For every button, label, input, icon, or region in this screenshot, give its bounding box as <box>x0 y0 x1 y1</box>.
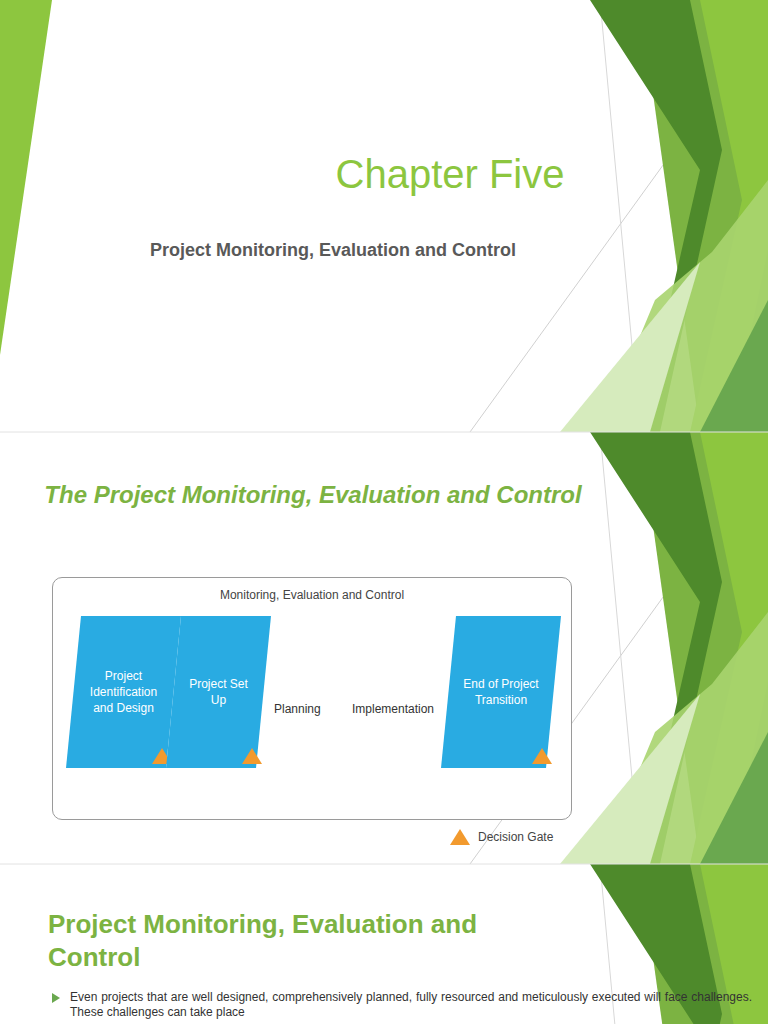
parallelogram-shape <box>441 616 561 768</box>
legend-triangle <box>450 829 470 845</box>
phase-parallelogram: Project Identification and Design <box>66 616 181 768</box>
phase-parallelogram: End of Project Transition <box>441 616 561 768</box>
decision-gate <box>242 748 262 764</box>
node-text: Project Set Up <box>186 676 251 708</box>
parallelogram-fill <box>66 616 181 768</box>
phase-parallelogram: Project Set Up <box>166 616 271 768</box>
cycle-step: Implementation <box>351 700 435 718</box>
node-text: Planning <box>273 700 322 718</box>
legend-text: Decision Gate <box>478 830 553 844</box>
slide-title: Chapter Five <box>300 152 600 197</box>
process-frame: Monitoring, Evaluation and ControlProjec… <box>52 577 572 820</box>
parallelogram-fill <box>441 616 561 768</box>
parallelogram-shape <box>166 616 271 768</box>
slide-subtitle: Project Monitoring, Evaluation and Contr… <box>150 240 610 261</box>
node-text: End of Project Transition <box>461 676 541 708</box>
left-accent <box>0 0 52 355</box>
slide-heading: The Project Monitoring, Evaluation and C… <box>40 478 586 512</box>
bullet-marker <box>52 993 60 1003</box>
bullet-text: Even projects that are well designed, co… <box>70 990 752 1020</box>
parallelogram-fill <box>166 616 271 768</box>
decision-gate <box>532 748 552 764</box>
cycle-step: Planning <box>273 700 322 718</box>
node-text: Project Identification and Design <box>86 668 161 716</box>
frame-heading: Monitoring, Evaluation and Control <box>53 578 571 602</box>
node-text: Implementation <box>351 700 435 718</box>
slide-heading: Project Monitoring, Evaluation and Contr… <box>48 908 568 974</box>
